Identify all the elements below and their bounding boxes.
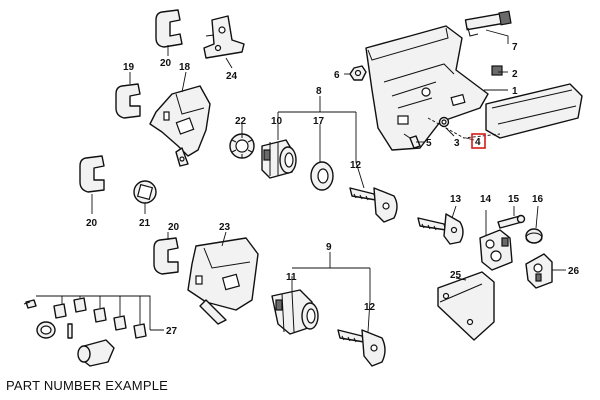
pin-part-15 (497, 214, 526, 229)
handle-cover-part-4 (485, 83, 583, 139)
clip-part-20-left (79, 155, 105, 193)
door-handle-housing-part-1 (365, 25, 489, 151)
cap-part-16 (525, 228, 543, 244)
lever-part-23 (187, 237, 259, 325)
gear-washer-part-22 (229, 133, 255, 159)
label-part-19: 19 (123, 62, 135, 73)
label-part-8: 8 (316, 86, 322, 97)
part-labels: 20 24 19 18 22 10 8 17 12 20 21 20 23 9 … (86, 42, 580, 337)
plate-part-25 (437, 271, 495, 341)
clip-part-20-lower (153, 237, 179, 275)
ring-part-17 (310, 161, 334, 191)
key-part-12-lower (337, 329, 386, 367)
label-part-20-left: 20 (86, 218, 98, 229)
assembly-dashed-line (427, 117, 501, 139)
spring-part-7 (464, 10, 512, 37)
label-part-23: 23 (219, 222, 231, 233)
label-part-5: 5 (426, 138, 432, 149)
label-part-2: 2 (512, 69, 518, 80)
label-part-9: 9 (326, 242, 332, 253)
label-part-4-highlighted: 4 (475, 137, 481, 148)
leader-lines (36, 29, 566, 333)
label-part-20-lower: 20 (168, 222, 180, 233)
label-part-24: 24 (226, 71, 238, 82)
highlight-box-part-4 (471, 133, 486, 149)
label-part-15: 15 (508, 194, 520, 205)
label-part-18: 18 (179, 62, 191, 73)
washer-part-21 (133, 180, 157, 204)
lock-cylinder-part-10 (261, 139, 297, 179)
label-part-16: 16 (532, 194, 544, 205)
label-part-25: 25 (450, 270, 462, 281)
nut-part-6 (349, 65, 367, 81)
lock-cylinder-part-14 (479, 229, 513, 271)
label-part-14: 14 (480, 194, 492, 205)
label-part-7: 7 (512, 42, 518, 53)
label-part-20: 20 (160, 58, 172, 69)
label-part-22: 22 (235, 116, 247, 127)
label-part-10: 10 (271, 116, 283, 127)
label-part-11: 11 (286, 272, 297, 283)
label-part-21: 21 (139, 218, 151, 229)
label-part-1: 1 (512, 86, 518, 97)
lever-part-18 (149, 85, 211, 167)
lock-cover-part-26 (525, 253, 553, 289)
label-part-3: 3 (454, 138, 460, 149)
label-part-13: 13 (450, 194, 462, 205)
clip-part-20-top (155, 9, 183, 48)
clip-part-19 (115, 83, 141, 119)
label-part-27: 27 (166, 326, 178, 337)
label-part-17: 17 (313, 116, 325, 127)
label-part-12-upper: 12 (350, 160, 362, 171)
tumbler-assortment-part-27 (23, 297, 147, 367)
lock-cylinder-part-11 (271, 289, 319, 335)
small-pin-part-2 (491, 65, 503, 76)
bracket-part-24 (203, 15, 245, 59)
screw-part-5 (403, 133, 421, 149)
label-part-12-lower: 12 (364, 302, 376, 313)
key-part-13 (417, 213, 464, 245)
part-number-example-caption: PART NUMBER EXAMPLE (6, 378, 169, 393)
key-part-12-upper (349, 187, 398, 223)
spring-clip-part-3 (438, 116, 450, 128)
label-part-6: 6 (334, 70, 340, 81)
label-part-26: 26 (568, 266, 580, 277)
